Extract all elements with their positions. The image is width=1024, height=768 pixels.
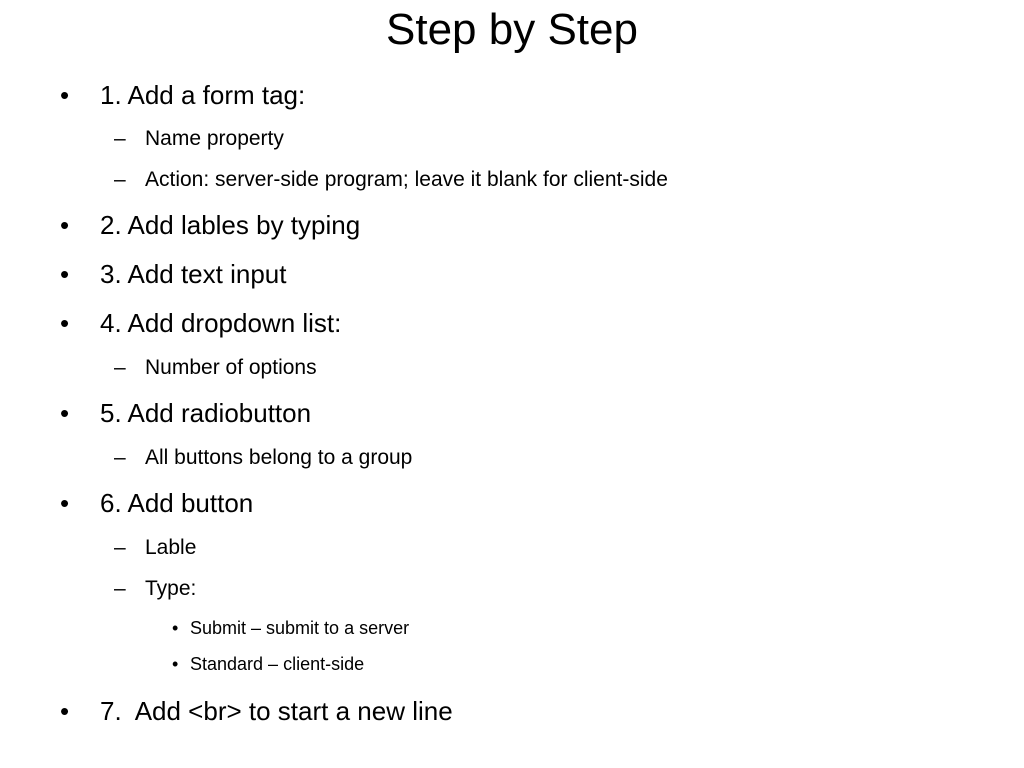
bullet-text: 2. Add lables by typing [100,210,361,240]
bullet-text: 3. Add text input [100,259,287,289]
sub-bullet-text: Number of options [145,356,317,379]
bullet-marker: • [172,654,179,674]
dash-marker: – [114,127,126,150]
bullet-text: 7. Add <br> to start a new line [100,696,453,726]
bullet-marker: • [60,80,70,110]
dash-marker: – [114,446,126,469]
dash-marker: – [114,356,126,379]
dash-marker: – [114,577,126,600]
sub-bullet-text: All buttons belong to a group [145,446,413,469]
sub-bullet-text: Lable [145,536,197,559]
bullet-text: 6. Add button [100,488,254,518]
bullet-text: 4. Add dropdown list: [100,308,342,338]
dash-marker: – [114,168,126,191]
bullet-marker: • [60,488,70,518]
bullet-text: 1. Add a form tag: [100,80,306,110]
sub-bullet-text: Action: server-side program; leave it bl… [145,168,668,191]
bullet-marker: • [60,398,70,428]
bullet-marker: • [172,618,179,638]
sub-sub-bullet-text: Standard – client-side [190,654,365,674]
bullet-marker: • [60,308,70,338]
bullet-marker: • [60,696,70,726]
bullet-marker: • [60,210,70,240]
slide-title: Step by Step [386,5,638,54]
sub-sub-bullet-text: Submit – submit to a server [190,618,410,638]
sub-bullet-text: Type: [145,577,197,600]
bullet-text: 5. Add radiobutton [100,398,312,428]
dash-marker: – [114,536,126,559]
bullet-marker: • [60,259,70,289]
sub-bullet-text: Name property [145,127,284,150]
